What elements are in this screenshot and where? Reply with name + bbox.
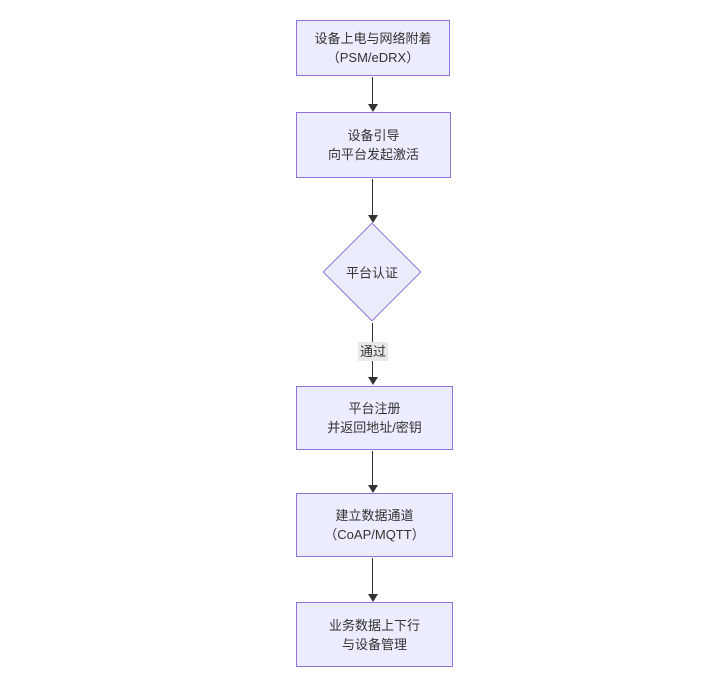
arrow-down-icon [368,594,378,602]
arrow-down-icon [368,485,378,493]
edge-line-d-e [372,451,373,485]
node-business-data: 业务数据上下行 与设备管理 [296,602,453,667]
node-text-line: 设备引导 [347,128,400,143]
edge-line-a-b [372,77,373,105]
node-auth-decision: 平台认证 [322,222,422,322]
node-text-line: 建立数据通道 [335,508,414,523]
edge-line-e-f [372,558,373,594]
node-text-line: 业务数据上下行 [328,617,420,633]
node-text-line: 设备上电与网络附着 [314,31,432,46]
node-text-line: 与设备管理 [341,636,407,652]
node-text-line: 平台注册 [348,401,401,416]
node-bootstrap: 设备引导 向平台发起激活 [296,112,451,178]
node-text-line: （PSM/eDRX） [326,50,420,65]
arrow-down-icon [368,377,378,385]
node-text-line: （CoAP/MQTT） [324,527,425,542]
edge-label-pass: 通过 [357,342,389,361]
node-text-line: 平台认证 [345,265,398,281]
node-register: 平台注册 并返回地址/密钥 [296,386,453,450]
node-text-line: 向平台发起激活 [327,147,419,162]
arrow-down-icon [368,104,378,112]
node-power-attach: 设备上电与网络附着 （PSM/eDRX） [296,20,450,76]
node-data-channel: 建立数据通道 （CoAP/MQTT） [296,493,453,557]
arrow-down-icon [368,215,378,223]
node-text-line: 并返回地址/密钥 [327,420,422,435]
edge-line-b-c [372,179,373,215]
